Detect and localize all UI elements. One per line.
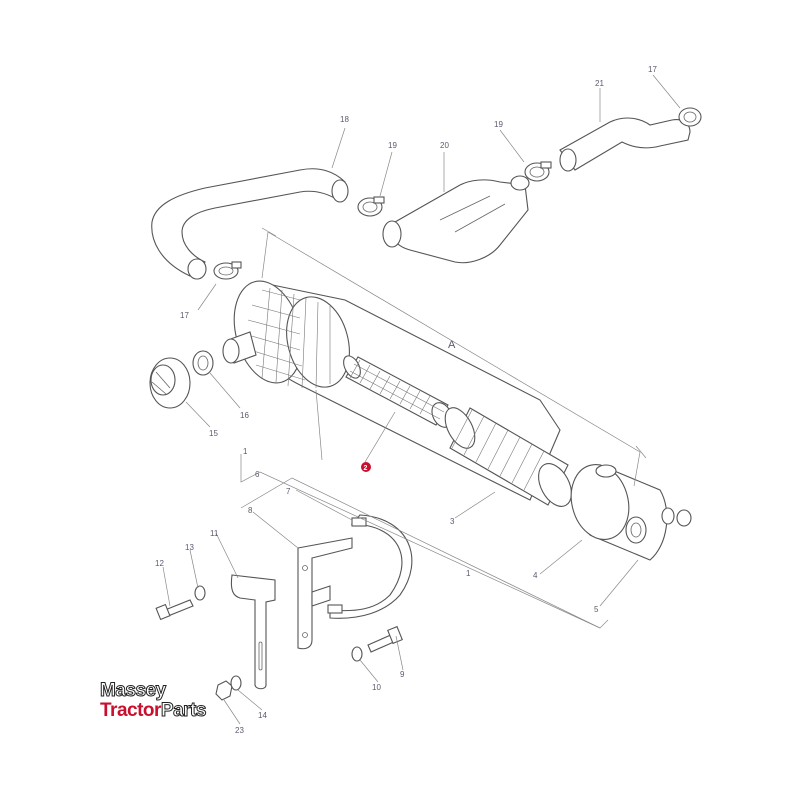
washer-13 bbox=[194, 585, 206, 601]
hose-21 bbox=[559, 117, 691, 172]
logo-line-massey: Massey bbox=[100, 680, 167, 702]
callout-19-left: 19 bbox=[388, 141, 397, 150]
vacuator-valve-5 bbox=[661, 507, 692, 527]
callout-17-left: 17 bbox=[180, 311, 189, 320]
main-filter-element-3 bbox=[444, 407, 572, 507]
bolt-9 bbox=[367, 625, 403, 653]
clamp-19-left bbox=[357, 196, 385, 217]
logo-line-tractorparts: TractorParts bbox=[100, 700, 207, 722]
callout-2-marker bbox=[361, 462, 371, 472]
logo-word-parts: Parts bbox=[160, 700, 207, 722]
callout-8: 8 bbox=[248, 506, 253, 515]
dimension-a: A bbox=[261, 227, 647, 487]
callout-12: 12 bbox=[155, 559, 164, 568]
clamp-19-right bbox=[524, 161, 552, 182]
leader-lines bbox=[162, 74, 681, 725]
callout-2: 2 bbox=[364, 465, 368, 472]
clamp-17-left bbox=[213, 261, 242, 280]
washer-10 bbox=[351, 646, 363, 662]
logo-word-tractor: Tractor bbox=[100, 700, 161, 721]
callout-18: 18 bbox=[340, 115, 349, 124]
callout-14: 14 bbox=[258, 711, 267, 720]
callout-21: 21 bbox=[595, 79, 604, 88]
callout-7: 7 bbox=[286, 487, 291, 496]
safety-filter-element-2 bbox=[343, 355, 453, 428]
callout-3: 3 bbox=[450, 517, 455, 526]
dimension-a-label: A bbox=[448, 339, 456, 351]
callout-11: 11 bbox=[210, 529, 219, 538]
callout-10: 10 bbox=[372, 683, 381, 692]
bracket-8 bbox=[297, 537, 353, 650]
callout-9: 9 bbox=[400, 670, 405, 679]
callout-19-right: 19 bbox=[494, 120, 503, 129]
callout-4: 4 bbox=[533, 571, 538, 580]
seal-16 bbox=[192, 350, 214, 376]
bolt-12 bbox=[155, 599, 194, 621]
strap-7 bbox=[327, 514, 413, 619]
elbow-20 bbox=[382, 175, 530, 264]
callout-20: 20 bbox=[440, 141, 449, 150]
end-cover-4 bbox=[570, 464, 668, 561]
callout-labels: 18 19 20 19 21 17 17 16 15 2 1 6 7 8 3 1… bbox=[155, 65, 657, 735]
callout-1-top: 1 bbox=[243, 447, 248, 456]
callout-17-top: 17 bbox=[648, 65, 657, 74]
hose-18 bbox=[151, 168, 349, 280]
clamp-17-top bbox=[678, 107, 702, 127]
bracket-11 bbox=[230, 574, 276, 690]
washer-14 bbox=[230, 675, 242, 691]
callout-5: 5 bbox=[594, 605, 599, 614]
callout-1-bottom: 1 bbox=[466, 569, 471, 578]
cap-15 bbox=[149, 357, 191, 409]
nut-23 bbox=[215, 680, 233, 701]
callout-16: 16 bbox=[240, 411, 249, 420]
callout-15: 15 bbox=[209, 429, 218, 438]
callout-23: 23 bbox=[235, 726, 244, 735]
callout-6: 6 bbox=[255, 470, 260, 479]
callout-13: 13 bbox=[185, 543, 194, 552]
